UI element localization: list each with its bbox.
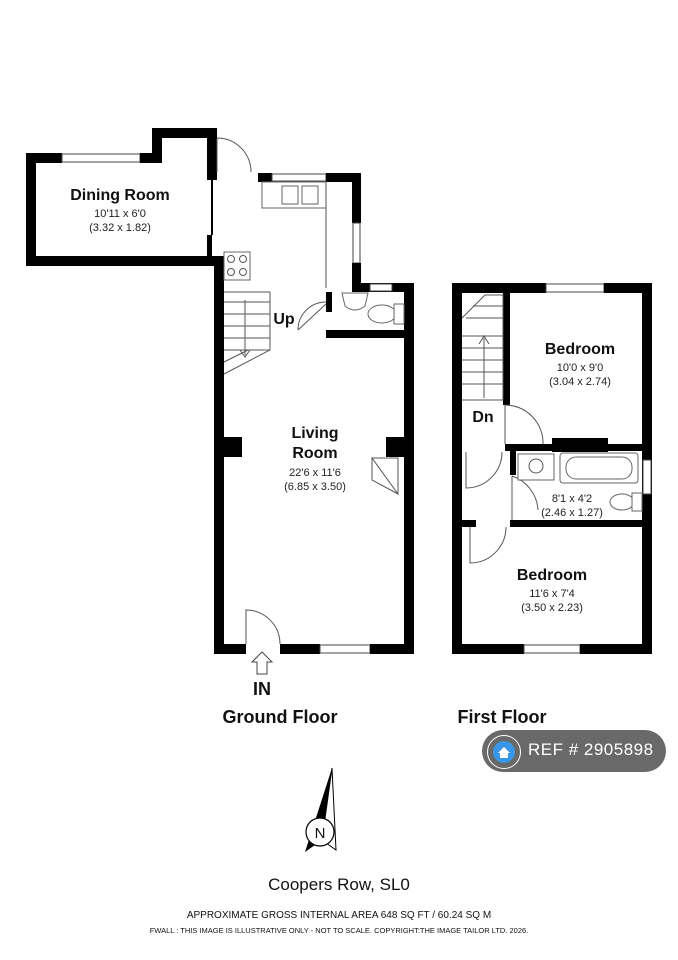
fireplace [371,457,399,496]
wall [152,128,162,163]
wall [510,451,516,475]
hob-ring [227,268,235,276]
wall [214,644,246,654]
disclaimer: FWALL : THIS IMAGE IS ILLUSTRATIVE ONLY … [149,926,529,935]
chimney-breast [224,437,242,457]
door-swing [504,404,544,445]
room-dimensions-metric: (6.85 x 3.50) [284,481,346,493]
wall [352,173,361,223]
room-dimensions: 11'6 x 7'4 [529,588,575,600]
wall [580,644,652,654]
basin [341,292,369,311]
room-dimensions-metric: (2.46 x 1.27) [541,507,603,519]
wall [207,235,212,257]
wall [326,173,361,182]
wall [26,153,62,163]
window [319,644,371,654]
wall [503,293,510,405]
entrance-label: IN [253,679,271,699]
stairs-label: Up [273,311,295,328]
entrance-arrow-icon [250,651,274,675]
wall [452,644,524,654]
wall [552,438,608,452]
cistern [393,303,405,325]
basin [517,453,555,481]
bath-inner [565,456,633,480]
sink [301,185,319,205]
sink [281,185,299,205]
home-icon [487,735,521,769]
window [61,153,141,163]
wall [452,283,546,293]
room-dimensions: 8'1 x 4'2 [552,493,592,505]
compass-icon: N [305,767,337,852]
hob-ring [227,255,235,263]
hob-ring [239,255,247,263]
toilet [609,493,635,511]
window [352,222,361,264]
hob [223,251,251,281]
room-name: Room [292,445,337,462]
first-stairs [461,294,504,401]
wall [352,263,361,288]
window [642,459,652,495]
wall [152,128,217,138]
hob-ring [239,268,247,276]
room-name: Bedroom [545,341,615,358]
window [271,173,327,182]
room-dimensions-metric: (3.04 x 2.74) [549,376,611,388]
window [523,644,581,654]
room-name: Living [291,425,338,442]
floor-label: First Floor [458,707,547,727]
room-dimensions-metric: (3.50 x 2.23) [521,602,583,614]
cistern [631,492,643,512]
stairs-label: Dn [472,409,493,426]
wall [462,520,476,527]
entrance-door-swing [245,609,281,645]
floor-label: Ground Floor [223,707,338,727]
door-swing [465,451,503,489]
property-address: Coopers Row, SL0 [268,875,410,894]
room-dimensions: 22'6 x 11'6 [289,467,341,479]
wall [604,283,652,293]
first-floor-plan: Bedroom 10'0 x 9'0 (3.04 x 2.74) 8'1 x 4… [452,283,652,727]
wall [452,283,462,654]
compass-letter: N [315,825,326,842]
wall [280,644,320,654]
door-swing [511,475,539,520]
chimney-breast [386,437,404,457]
door-swing [469,526,507,564]
room-name: Bedroom [517,567,587,584]
wc-door-swing [297,301,327,331]
wall [510,520,642,527]
room-dimensions: 10'11 x 6'0 [94,208,146,220]
gross-area-note: APPROXIMATE GROSS INTERNAL AREA 648 SQ F… [186,910,492,921]
wall [370,644,414,654]
room-name: Dining Room [70,187,170,204]
ground-stairs [223,291,271,375]
wall [140,153,157,163]
reference-number: REF # 2905898 [528,740,654,759]
toilet [367,304,397,324]
basin-bowl [528,458,544,474]
window [545,283,605,293]
window [369,283,393,292]
room-dimensions-metric: (3.32 x 1.82) [89,222,151,234]
wall [404,283,414,654]
wall [26,153,36,266]
ground-floor-plan: Dining Room 10'11 x 6'0 (3.32 x 1.82) Li… [26,128,414,727]
wall [26,256,224,266]
wall [258,173,272,182]
wall [326,292,332,312]
door-swing [216,137,252,173]
reference-badge: REF # 2905898 [482,730,666,772]
wall [214,258,224,654]
wall [207,128,217,180]
wall [326,330,404,338]
room-dimensions: 10'0 x 9'0 [557,362,603,374]
